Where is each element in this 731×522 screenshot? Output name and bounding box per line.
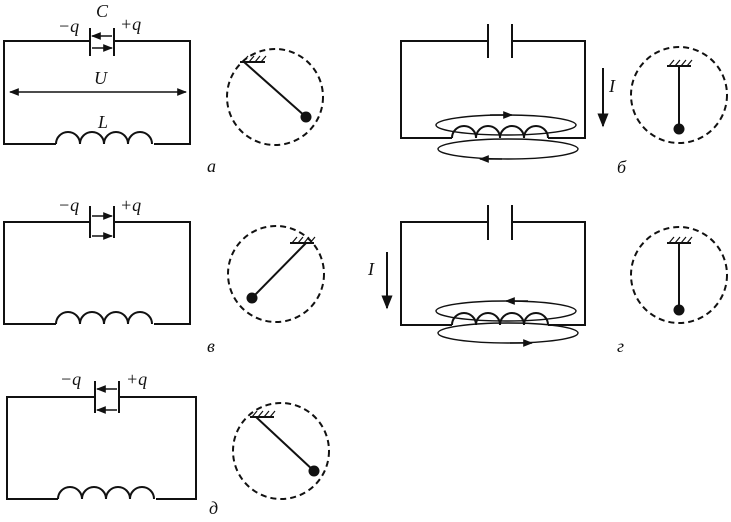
charge-right-label: +q (120, 14, 141, 34)
inductor-coil (55, 311, 153, 325)
panel-v-caption: в (207, 336, 215, 356)
charge-left-label: −q (58, 16, 79, 36)
inductor-coil (451, 125, 549, 139)
magnetic-field-loop-bottom (437, 138, 579, 160)
charge-left-label: −q (58, 195, 79, 215)
charge-right-label: +q (126, 369, 147, 389)
inductor-coil (57, 486, 155, 500)
pendulum-d (232, 402, 330, 500)
panel-g-caption: г (617, 336, 624, 356)
magnetic-field-loop-top (435, 300, 577, 322)
pendulum-g (630, 226, 728, 324)
lc-circuit-d (6, 381, 197, 500)
inductor-coil (55, 131, 153, 145)
charge-right-label: +q (120, 195, 141, 215)
panel-a-caption: а (207, 156, 216, 176)
capacitor-plates (89, 28, 115, 56)
lc-circuit-g (381, 205, 586, 347)
pendulum-v (227, 225, 325, 323)
pendulum-a (226, 48, 324, 146)
charge-left-label: −q (60, 369, 81, 389)
inductor-label: L (97, 112, 108, 132)
lc-circuit-b (400, 24, 609, 163)
voltage-label: U (94, 68, 108, 88)
capacitor-label: C (96, 1, 109, 21)
panel-b: I б (400, 24, 728, 177)
lc-circuit-a (3, 28, 191, 145)
panel-a: −q +q C U L а (3, 1, 324, 176)
magnetic-field-loop-top (435, 114, 577, 136)
lc-circuit-v (3, 206, 191, 325)
inductor-coil (451, 312, 549, 326)
pendulum-b (630, 46, 728, 144)
current-label: I (367, 259, 375, 279)
panel-g: I г (367, 205, 728, 356)
magnetic-field-loop-bottom (437, 322, 579, 344)
panel-b-caption: б (617, 157, 627, 177)
panel-d-caption: д (209, 498, 218, 518)
panel-d: −q +q д (6, 369, 330, 518)
current-label: I (608, 76, 616, 96)
panel-v: −q +q в (3, 195, 325, 356)
